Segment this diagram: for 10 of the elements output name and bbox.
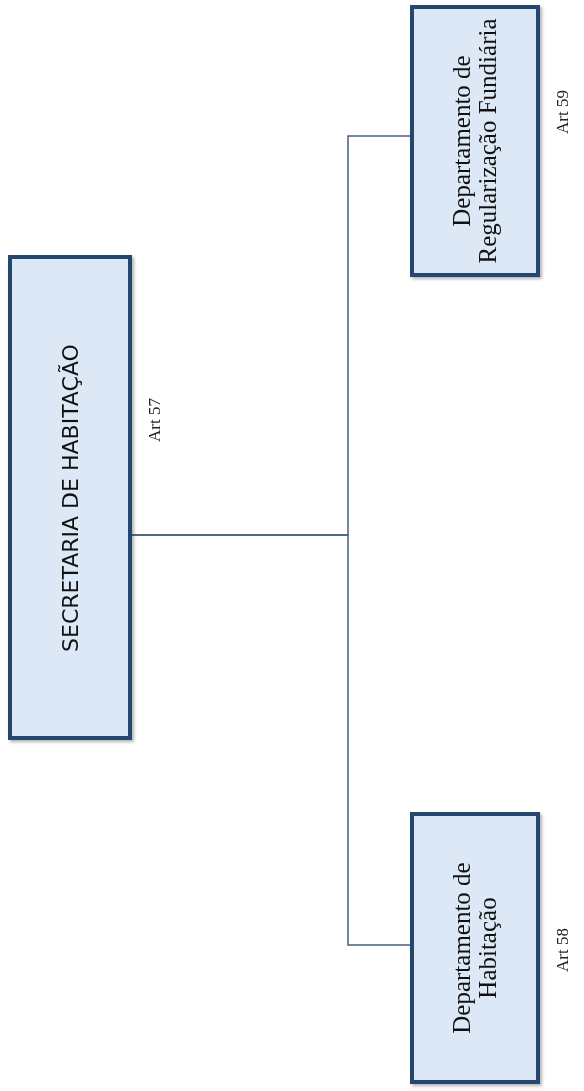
article-reference: Art 58 <box>553 928 573 972</box>
box-title: SECRETARIA DE HABITAÇÃO <box>57 342 83 654</box>
unit-box <box>410 5 540 277</box>
department-box <box>8 255 132 740</box>
article-reference: Art 57 <box>145 398 165 442</box>
connector-line <box>131 135 411 536</box>
unit-box <box>410 812 540 1084</box>
box-title: Departamento de Habitação <box>448 861 502 1036</box>
article-reference: Art 59 <box>553 90 573 134</box>
box-title: Departamento de Regularização Fundiária <box>448 17 502 266</box>
